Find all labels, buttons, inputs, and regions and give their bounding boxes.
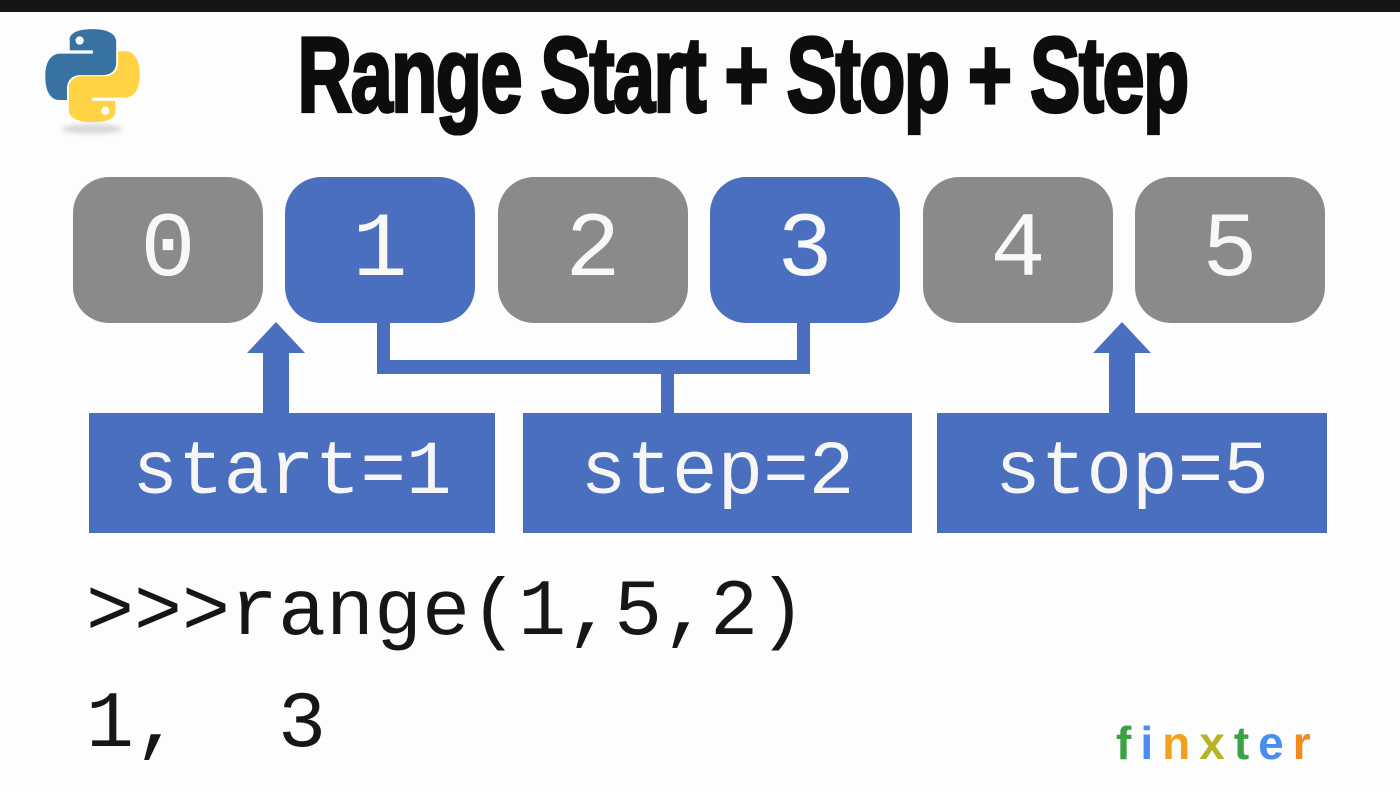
step-bracket-stem	[661, 372, 674, 414]
start-label: start=1	[89, 413, 495, 533]
brand-letter: t	[1233, 717, 1259, 769]
finxter-logo: finxter	[1116, 716, 1320, 770]
code-output-line: 1, 3	[86, 680, 327, 771]
step-bracket-horizontal	[377, 360, 810, 374]
start-arrow-shaft	[263, 350, 289, 414]
step-label: step=2	[523, 413, 912, 533]
brand-letter: x	[1199, 717, 1234, 769]
number-cell-0: 0	[73, 177, 263, 323]
top-black-bar	[0, 0, 1400, 12]
python-logo-shadow	[62, 124, 122, 134]
start-arrow-head-icon	[247, 322, 305, 353]
stop-label: stop=5	[937, 413, 1327, 533]
page-title: Range Start + Stop + Step	[158, 13, 1328, 136]
code-input-line: >>>range(1,5,2)	[86, 568, 807, 659]
page-title-text: Range Start + Stop + Step	[297, 13, 1191, 136]
number-cell-5: 5	[1135, 177, 1325, 323]
brand-letter: f	[1116, 717, 1141, 769]
stop-arrow-head-icon	[1093, 322, 1151, 353]
brand-letter: e	[1258, 717, 1293, 769]
step-bracket-left-drop	[377, 318, 390, 364]
stop-arrow-shaft	[1109, 350, 1135, 414]
brand-letter: n	[1162, 717, 1200, 769]
number-cell-4: 4	[923, 177, 1113, 323]
number-cell-1: 1	[285, 177, 475, 323]
number-cell-3: 3	[710, 177, 900, 323]
number-cell-2: 2	[498, 177, 688, 323]
step-bracket-right-drop	[797, 318, 810, 362]
python-logo-icon	[45, 28, 140, 123]
brand-letter: i	[1140, 717, 1163, 769]
brand-letter: r	[1292, 717, 1320, 769]
